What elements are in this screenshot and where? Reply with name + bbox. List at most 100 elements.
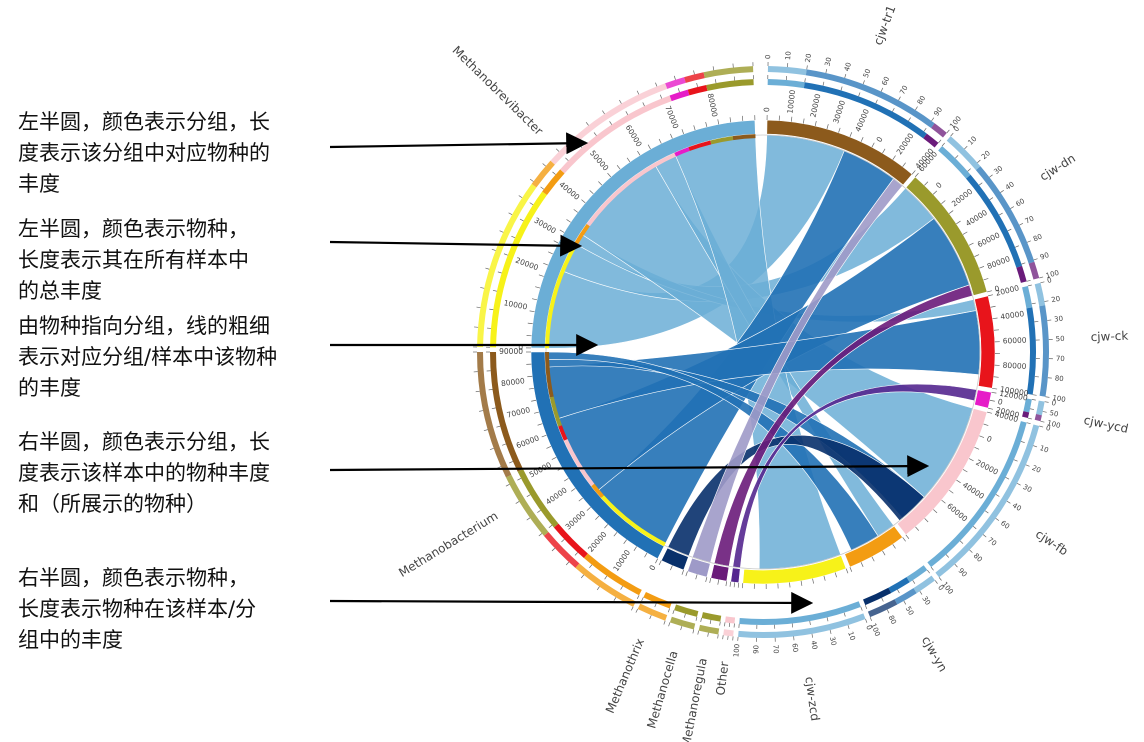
tick — [811, 633, 813, 638]
tick — [497, 271, 502, 274]
tick — [829, 629, 832, 634]
ring-group-part — [542, 169, 565, 196]
tick — [565, 157, 569, 161]
tick — [992, 317, 998, 320]
percent-label: 30 — [920, 595, 932, 607]
annotation-right-species: 右半圆，颜色表示物种， 长度表示物种在该样本/分 组中的丰度 — [18, 566, 257, 652]
ring-species-part — [888, 577, 910, 594]
ring-group-part — [698, 624, 720, 635]
tick — [680, 626, 683, 631]
annotation-arrows — [329, 132, 930, 614]
tick-label: 40000 — [964, 208, 989, 228]
tick — [956, 220, 961, 225]
tick — [875, 99, 878, 104]
percent-label: 80 — [916, 94, 928, 106]
ring-species-part — [1022, 285, 1033, 309]
tick — [898, 96, 901, 101]
annotation-arrow — [329, 591, 814, 614]
tick-label: 0 — [934, 180, 944, 190]
tick — [517, 478, 522, 481]
percent-label: 90 — [752, 645, 760, 654]
percent-label: 0 — [1051, 399, 1057, 408]
segment-name-label: cjw-zcd — [802, 676, 822, 722]
tick — [707, 632, 709, 637]
tick — [993, 376, 999, 378]
tick — [860, 137, 864, 142]
segment-methanothrix — [660, 547, 689, 571]
percent-label: 70 — [1056, 355, 1065, 363]
tick — [681, 569, 684, 575]
tick — [602, 110, 605, 115]
tick — [860, 562, 864, 567]
tick — [655, 82, 658, 87]
tick — [663, 620, 666, 625]
ring-group-part — [583, 553, 642, 596]
tick — [871, 142, 875, 148]
tick — [515, 501, 520, 504]
tick — [974, 254, 980, 257]
tick — [579, 144, 583, 148]
segment-cjw-ck — [974, 295, 996, 389]
tick — [531, 399, 537, 402]
tick — [491, 407, 496, 410]
tick — [1013, 459, 1018, 462]
tick-label: 40000 — [557, 180, 581, 202]
tick — [941, 142, 945, 147]
tick — [737, 582, 740, 588]
tick — [915, 106, 918, 111]
tick — [990, 305, 996, 308]
tick-label: 10000 — [503, 298, 528, 311]
tick — [902, 162, 906, 167]
tick — [709, 577, 712, 584]
percent-label: 0 — [1046, 276, 1052, 285]
tick — [987, 290, 993, 293]
tick — [551, 547, 556, 552]
tick — [1016, 483, 1021, 486]
percent-label: 70 — [771, 645, 779, 654]
tick — [826, 617, 829, 622]
tick — [491, 248, 496, 251]
tick — [692, 629, 695, 634]
percent-label: 60 — [880, 75, 891, 86]
tick — [670, 565, 673, 571]
tick — [1020, 441, 1025, 444]
tick — [729, 117, 732, 123]
stripe-cjw-dn — [549, 396, 562, 427]
ring-group-part — [669, 616, 696, 630]
tick — [613, 597, 617, 601]
tick — [927, 569, 930, 574]
percent-label: 100 — [732, 644, 741, 658]
tick — [654, 603, 657, 608]
ring-group-part — [637, 603, 668, 621]
tick — [529, 310, 535, 313]
tick — [983, 278, 989, 281]
tick — [1033, 445, 1038, 448]
ring-species-part — [1022, 411, 1030, 419]
tick — [843, 612, 846, 617]
tick — [934, 580, 938, 584]
tick — [528, 387, 534, 390]
tick — [593, 132, 597, 136]
tick — [540, 186, 545, 190]
tick — [1026, 422, 1031, 425]
annotation-left-group: 左半圆，颜色表示分组，长 度表示该分组中对应物种的 丰度 — [18, 110, 270, 196]
tick — [533, 411, 539, 414]
tick — [527, 375, 533, 378]
ring-group-part — [723, 629, 734, 637]
tick — [542, 163, 546, 167]
tick — [655, 558, 658, 564]
stripe-cjw-ck — [688, 140, 712, 151]
tick — [849, 566, 853, 572]
tick — [977, 159, 981, 163]
tick — [979, 435, 985, 438]
tick-label: 30000 — [831, 99, 847, 125]
tick — [709, 619, 712, 624]
tick — [729, 581, 732, 587]
tick — [697, 630, 700, 635]
tick-label: 0 — [874, 135, 884, 144]
tick — [541, 434, 547, 438]
percent-label: 30 — [992, 164, 1004, 176]
tick — [480, 287, 485, 289]
tick — [719, 621, 721, 626]
percent-label: 100 — [1052, 394, 1066, 404]
